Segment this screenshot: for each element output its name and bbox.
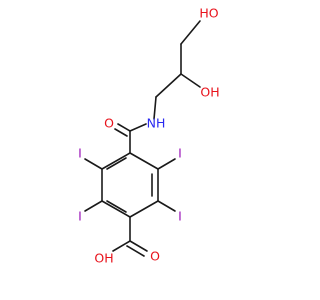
bond-c3-o-top — [180, 20, 201, 45]
atom-ho-top: HO — [199, 6, 218, 21]
bond-cacid-o-a — [129, 240, 148, 252]
ring-bond-3 — [129, 200, 159, 218]
bond-cacid-o-b — [126, 245, 145, 257]
bond-c2-c1 — [155, 73, 182, 98]
atom-o-amide: O — [104, 116, 114, 131]
atom-i-right-top: I — [178, 146, 182, 161]
atom-i-right-bot: I — [178, 209, 182, 224]
bond-ring-i-left-top — [84, 158, 103, 170]
bond-camide-o-a — [117, 123, 131, 132]
bond-c2-oh — [180, 73, 201, 88]
bond-camide-o-b — [114, 128, 128, 137]
bond-cacid-oh — [112, 240, 131, 252]
atom-labels: HO OH O NH I I I I O OH — [78, 6, 219, 266]
ring-bond-6 — [101, 152, 131, 170]
bond-c1-n — [153, 96, 157, 120]
ring-double-3 — [106, 157, 127, 170]
bonds — [84, 20, 201, 257]
atom-nh: NH — [147, 116, 166, 131]
atom-i-left-top: I — [78, 146, 82, 161]
atom-i-left-bot: I — [78, 209, 82, 224]
atom-o-acid: O — [150, 249, 160, 264]
bond-ring-i-left-bot — [84, 200, 103, 212]
atom-oh-acid: OH — [94, 251, 113, 266]
ring-double-2 — [106, 200, 127, 213]
bond-n-camide — [129, 123, 147, 132]
bond-ring-i-right-bot — [157, 200, 176, 212]
ring-bond-4 — [101, 200, 131, 218]
atom-oh-mid: OH — [200, 85, 219, 100]
chemical-structure: HO OH O NH I I I I O OH — [78, 6, 219, 266]
bond-ring-i-right-top — [157, 158, 176, 170]
ring-bond-1 — [129, 152, 159, 170]
